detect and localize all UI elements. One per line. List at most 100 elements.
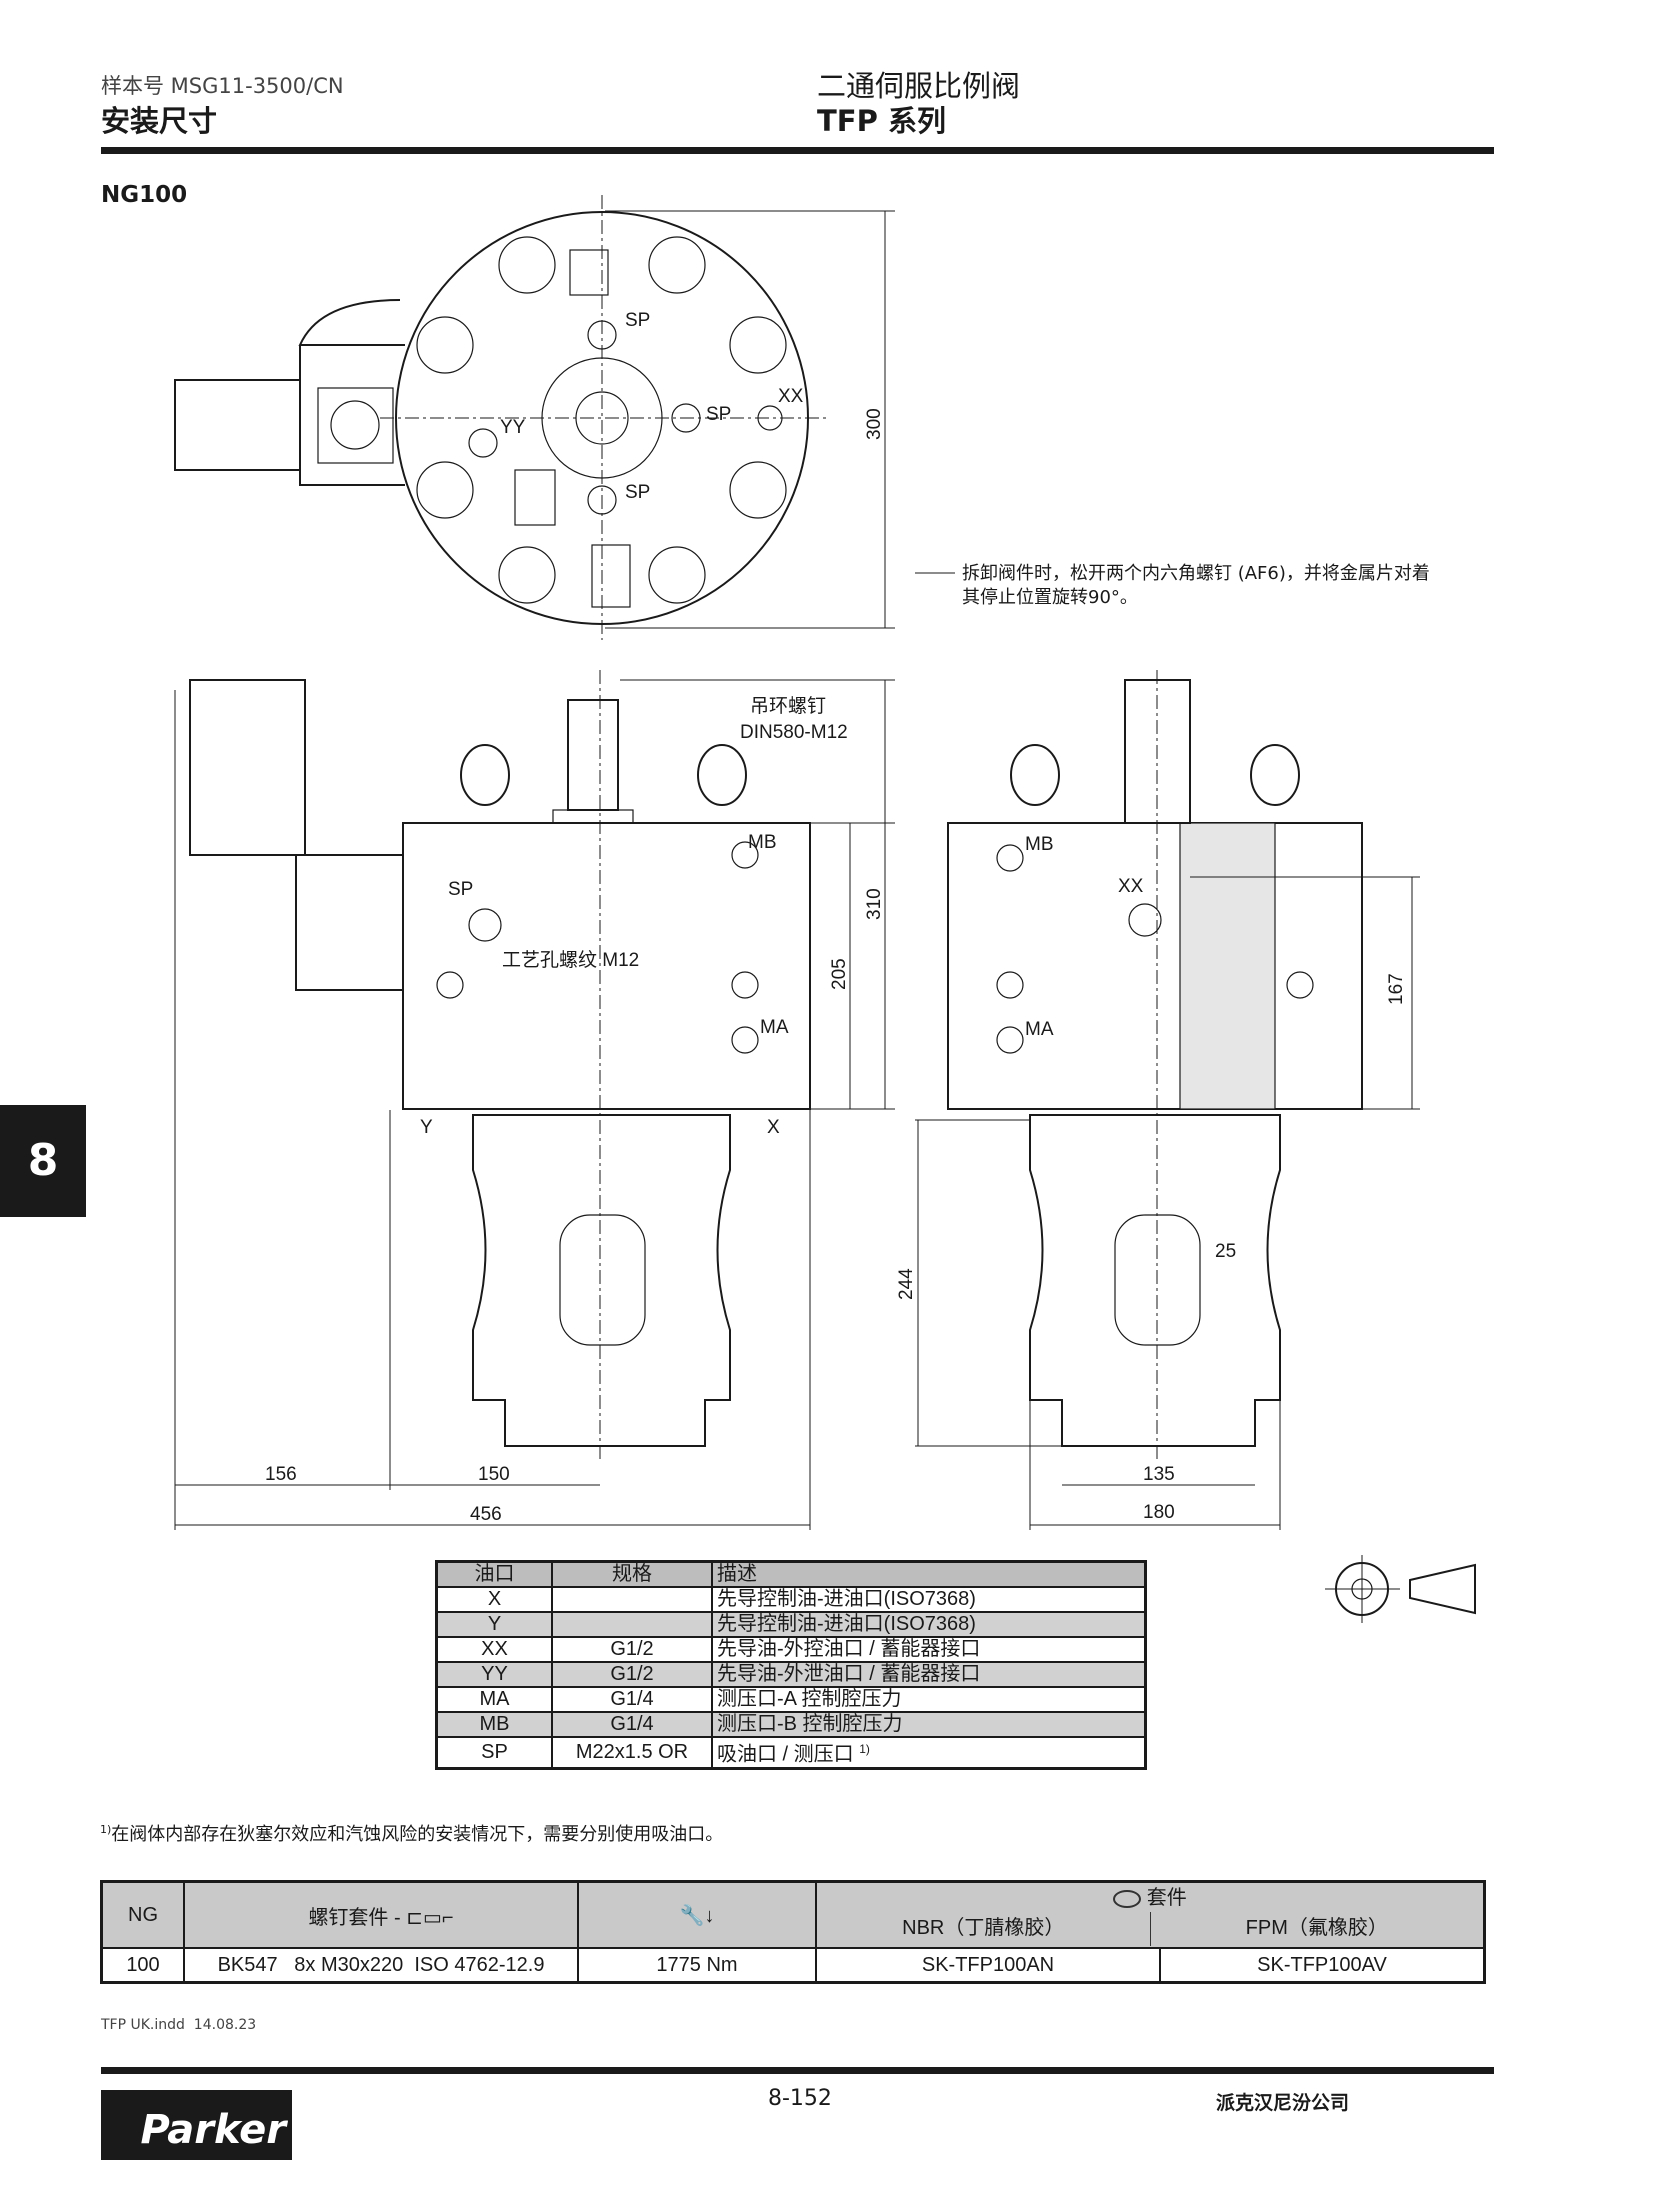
footnote: 1)在阀体内部存在狄塞尔效应和汽蚀风险的安装情况下，需要分别使用吸油口。 (100, 1820, 723, 1846)
table-row: 100 BK547 8x M30x220 ISO 4762-12.9 1775 … (100, 1947, 1486, 1984)
dim-156: 156 (265, 1464, 297, 1485)
dim-25: 25 (1215, 1241, 1236, 1262)
label-y: Y (420, 1117, 433, 1138)
label-mb: MB (748, 832, 777, 853)
o-ring-icon (1113, 1889, 1142, 1908)
page-number: 8-152 (768, 2086, 832, 2111)
label-sp-1: SP (625, 310, 650, 331)
label-yy: YY (500, 417, 526, 438)
nbr-value: SK-TFP100AN (815, 1947, 1161, 1984)
label-ma-side: MA (1025, 1019, 1054, 1040)
footnote-mark: 1) (100, 1823, 112, 1836)
label-x: X (767, 1117, 780, 1138)
label-sp-3: SP (706, 404, 731, 425)
desc: 先导控制油-进油口(ISO7368) (711, 1586, 1147, 1613)
torque-value: 1775 Nm (577, 1947, 817, 1984)
spec: G1/4 (551, 1711, 713, 1738)
header-ng: NG (100, 1880, 185, 1949)
label-xx-side: XX (1118, 876, 1144, 897)
projection-symbol (1325, 1555, 1476, 1623)
chapter-tab: 8 (0, 1105, 86, 1217)
header-rule (101, 147, 1494, 154)
kit-table: NG 螺钉套件 - ⊏▭⌐ 🔧↓ 套件 NBR（丁腈橡胶） FPM（氟橡胶） 10… (100, 1880, 1486, 1984)
port: Y (435, 1611, 553, 1638)
desc: 先导油-外控油口 / 蓄能器接口 (711, 1636, 1147, 1663)
torque-wrench-icon: 🔧↓ (577, 1880, 817, 1949)
header-spec: 规格 (551, 1560, 713, 1588)
bolt-kit-value: BK547 8x M30x220 ISO 4762-12.9 (183, 1947, 579, 1984)
catalog-number: 样本号 MSG11-3500/CN (101, 74, 344, 98)
port: X (435, 1586, 553, 1613)
dim-167: 167 (1386, 973, 1407, 1005)
ng-value: 100 (100, 1947, 185, 1984)
port: MA (435, 1686, 553, 1713)
spec: M22x1.5 OR (551, 1735, 713, 1770)
desc: 吸油口 / 测压口 1) (711, 1735, 1147, 1770)
spec: G1/2 (551, 1636, 713, 1663)
dim-205: 205 (829, 958, 850, 990)
parker-logo: Parker (101, 2090, 292, 2160)
label-ma: MA (760, 1017, 789, 1038)
size-label: NG100 (101, 182, 188, 208)
table-row: Y 先导控制油-进油口(ISO7368) (435, 1611, 1147, 1638)
dim-180: 180 (1143, 1502, 1175, 1523)
side-view: MB XX MA 25 167 244 135 180 (896, 670, 1420, 1530)
removal-note-line-1: 拆卸阀件时，松开两个内六角螺钉 (AF6)，并将金属片对着 (962, 563, 1430, 584)
bolt-kit-label: 螺钉套件 - (308, 1906, 401, 1929)
label-xx: XX (778, 386, 804, 407)
seal-kit-label: 套件 (1146, 1887, 1187, 1909)
dim-456: 456 (470, 1504, 502, 1525)
footnote-text: 在阀体内部存在狄塞尔效应和汽蚀风险的安装情况下，需要分别使用吸油口。 (111, 1824, 724, 1845)
desc: 测压口-B 控制腔压力 (711, 1711, 1147, 1738)
header-fpm: FPM（氟橡胶） (1149, 1912, 1484, 1946)
footnote-ref: 1) (859, 1742, 870, 1756)
label-sp-2: SP (625, 482, 650, 503)
label-eyebolt-spec: DIN580-M12 (740, 722, 848, 743)
dim-300: 300 (864, 408, 885, 440)
dim-135: 135 (1143, 1464, 1175, 1485)
header-desc: 描述 (711, 1560, 1147, 1588)
port: SP (435, 1735, 553, 1770)
file-info: TFP UK.indd 14.08.23 (101, 2017, 257, 2033)
header-nbr: NBR（丁腈橡胶） (902, 1917, 1065, 1939)
spec (551, 1611, 713, 1638)
bolt-icon: ⊏▭⌐ (406, 1906, 454, 1929)
label-process-thread: 工艺孔螺纹 M12 (502, 949, 639, 971)
removal-note: 拆卸阀件时，松开两个内六角螺钉 (AF6)，并将金属片对着 其停止位置旋转90°… (962, 562, 1430, 610)
front-view: MB SP 工艺孔螺纹 M12 MA 吊环螺钉 DIN580-M12 Y X 2… (174, 670, 895, 1530)
ports-table: 油口规格描述 X 先导控制油-进油口(ISO7368) Y 先导控制油-进油口(IS… (435, 1560, 1147, 1770)
desc: 先导油-外泄油口 / 蓄能器接口 (711, 1661, 1147, 1688)
header-bolt-kit: 螺钉套件 - ⊏▭⌐ (183, 1880, 579, 1949)
seal-kit-title: 套件 (817, 1884, 1483, 1912)
label-mb-side: MB (1025, 834, 1054, 855)
desc: 测压口-A 控制腔压力 (711, 1686, 1147, 1713)
footer-rule (101, 2067, 1494, 2074)
header-seal-kit: 套件 NBR（丁腈橡胶） FPM（氟橡胶） (815, 1880, 1486, 1949)
port: YY (435, 1661, 553, 1688)
port: MB (435, 1711, 553, 1738)
series-title: TFP 系列 (817, 104, 946, 138)
dim-310: 310 (864, 888, 885, 920)
table-row: X 先导控制油-进油口(ISO7368) (435, 1586, 1147, 1613)
label-sp: SP (448, 879, 473, 900)
section-title: 安装尺寸 (101, 104, 218, 138)
fpm-value: SK-TFP100AV (1159, 1947, 1486, 1984)
spec: G1/4 (551, 1686, 713, 1713)
product-name: 二通伺服比例阀 (817, 69, 1021, 103)
port: XX (435, 1636, 553, 1663)
spec: G1/2 (551, 1661, 713, 1688)
dim-150: 150 (478, 1464, 510, 1485)
top-view: SP SP SP YY XX 300 (174, 195, 955, 640)
label-eyebolt: 吊环螺钉 (750, 695, 826, 717)
header-port: 油口 (435, 1560, 553, 1588)
desc-text: 吸油口 / 测压口 (717, 1743, 854, 1766)
desc: 先导控制油-进油口(ISO7368) (711, 1611, 1147, 1638)
removal-note-line-2: 其停止位置旋转90°。 (962, 587, 1138, 608)
company-name: 派克汉尼汾公司 (1216, 2092, 1350, 2114)
spec (551, 1586, 713, 1613)
